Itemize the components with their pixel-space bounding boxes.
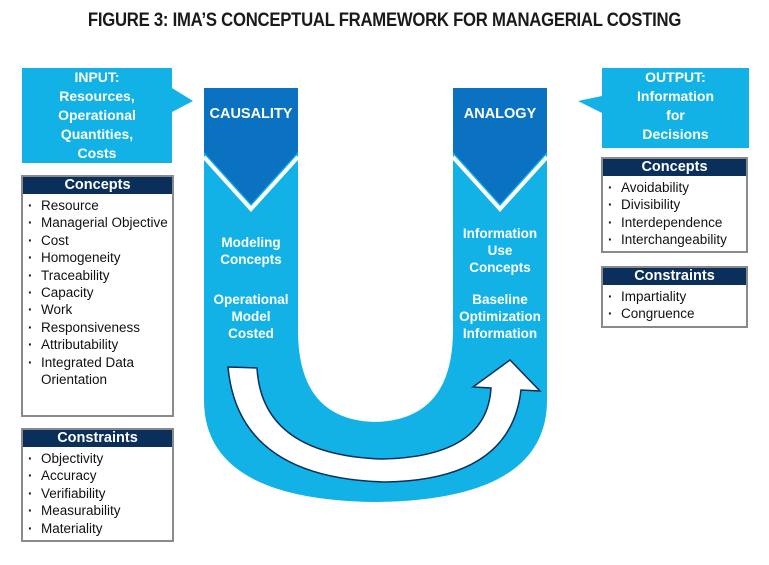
input-callout-shape: [22, 68, 193, 163]
box-heading: Concepts: [603, 159, 746, 176]
list-item: Divisibility: [607, 196, 746, 214]
baseline-optimization-text: Baseline Optimization Information: [449, 291, 551, 342]
list-item: Materiality: [27, 520, 172, 538]
u-shape: [204, 88, 547, 502]
list-item: Interdependence: [607, 214, 746, 232]
analogy-label: ANALOGY: [463, 106, 537, 122]
list-item: Congruence: [607, 305, 746, 323]
information-use-text: Information Use Concepts: [449, 225, 551, 276]
arm-text-line: Use: [487, 243, 513, 258]
list-item: Interchangeability: [607, 231, 746, 249]
arm-text-line: Concepts: [469, 260, 531, 275]
output-callout-line: Decisions: [642, 126, 709, 142]
output-callout-line: Information: [637, 88, 714, 104]
arm-text-line: Model: [231, 309, 271, 324]
arm-text-line: Baseline: [472, 292, 528, 307]
input-callout: INPUT: Resources, Operational Quantities…: [22, 68, 172, 163]
output-callout-line: for: [666, 107, 685, 123]
list-item: Cost: [27, 232, 172, 250]
list-item: Homogeneity: [27, 249, 172, 267]
list-item: Verifiability: [27, 485, 172, 503]
analogy-chevron-outline: [451, 155, 549, 212]
left-concepts-box: Concepts Resource Managerial Objective C…: [21, 175, 174, 417]
input-callout-line: Costs: [77, 145, 117, 161]
list-item: Resource: [27, 197, 172, 215]
constraints-list: Objectivity Accuracy Verifiability Measu…: [23, 447, 172, 540]
list-item: Impartiality: [607, 288, 746, 306]
arm-text-line: Modeling: [221, 235, 281, 250]
list-item: Attributability: [27, 336, 172, 354]
concepts-list: Avoidability Divisibility Interdependenc…: [603, 176, 746, 252]
operational-model-text: Operational Model Costed: [200, 291, 302, 342]
flow-arrow: [227, 359, 542, 483]
list-item: Measurability: [27, 502, 172, 520]
modeling-concepts-text: Modeling Concepts: [204, 234, 298, 268]
right-constraints-box: Constraints Impartiality Congruence: [601, 266, 748, 328]
constraints-list: Impartiality Congruence: [603, 285, 746, 326]
list-item: Accuracy: [27, 467, 172, 485]
right-concepts-box: Concepts Avoidability Divisibility Inter…: [601, 157, 748, 253]
arm-text-line: Information: [462, 226, 538, 241]
list-item: Capacity: [27, 284, 172, 302]
arm-text-line: Costed: [228, 326, 274, 341]
causality-chevron-outline: [202, 155, 300, 212]
figure-title: FIGURE 3: IMA’S CONCEPTUAL FRAMEWORK FOR…: [87, 10, 682, 31]
arm-text-line: Optimization: [459, 309, 541, 324]
list-item: Integrated Data Orientation: [27, 354, 172, 389]
list-item: Work: [27, 301, 172, 319]
left-constraints-box: Constraints Objectivity Accuracy Verifia…: [21, 428, 174, 542]
box-heading: Constraints: [23, 430, 172, 447]
list-item: Objectivity: [27, 450, 172, 468]
analogy-chevron: [453, 88, 547, 204]
input-callout-line: INPUT:: [74, 69, 120, 85]
concepts-list: Resource Managerial Objective Cost Homog…: [23, 194, 172, 391]
input-callout-line: Resources,: [59, 88, 135, 104]
output-callout-line: OUTPUT:: [645, 69, 706, 85]
list-item: Managerial Objective: [27, 214, 172, 232]
output-callout: OUTPUT: Information for Decisions: [602, 68, 749, 144]
input-callout-line: Operational: [58, 107, 136, 123]
causality-chevron: [204, 88, 298, 204]
arm-text-line: Information: [462, 326, 538, 341]
causality-label: CAUSALITY: [209, 106, 293, 122]
arm-text-line: Operational: [213, 292, 289, 307]
list-item: Traceability: [27, 267, 172, 285]
arm-text-line: Concepts: [220, 252, 282, 267]
box-heading: Constraints: [603, 268, 746, 285]
list-item: Responsiveness: [27, 319, 172, 337]
box-heading: Concepts: [23, 177, 172, 194]
output-callout-shape: [578, 68, 749, 148]
list-item: Avoidability: [607, 179, 746, 197]
input-callout-line: Quantities,: [60, 126, 134, 142]
